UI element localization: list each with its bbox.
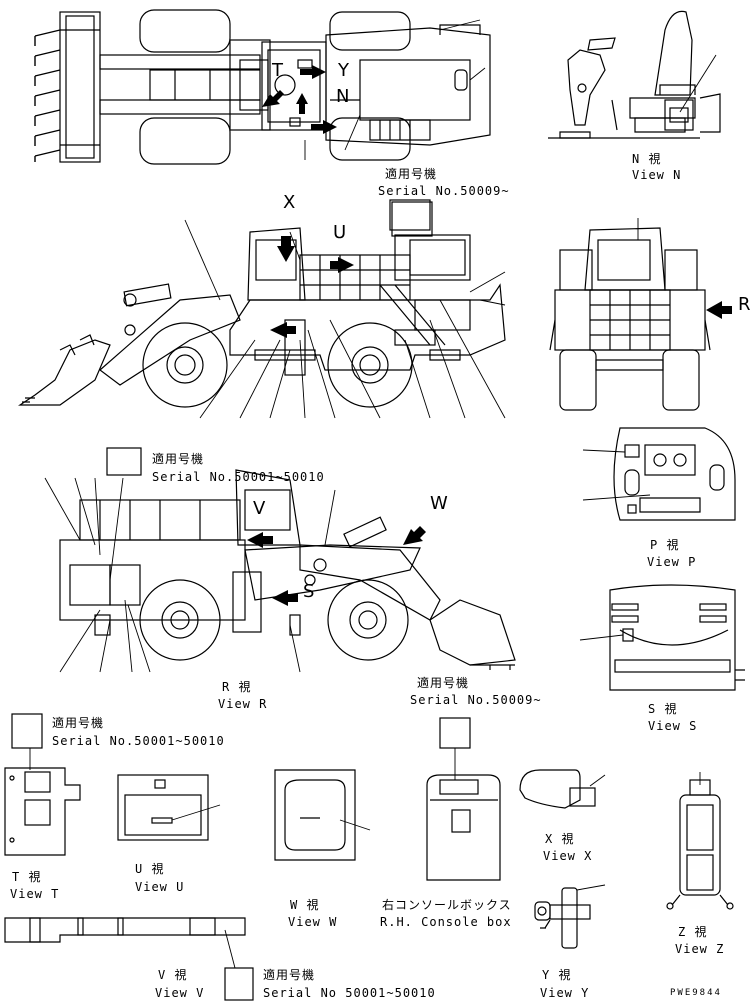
serial-right-jp: 適用号機 bbox=[417, 676, 470, 690]
leader-lines-side-left bbox=[184, 219, 506, 419]
callout-r: R bbox=[738, 294, 751, 315]
serial-bottom-en: Serial No 50001~50010 bbox=[263, 986, 436, 1000]
view-t-jp: T 視 bbox=[12, 870, 42, 884]
view-z-en: View Z bbox=[675, 942, 725, 956]
callout-u: U bbox=[333, 222, 347, 243]
view-x-drawing bbox=[519, 769, 606, 809]
view-v-jp: V 視 bbox=[158, 968, 188, 982]
serial-mid-jp: 適用号機 bbox=[152, 452, 205, 466]
console-box-jp: 右コンソールボックス bbox=[382, 898, 512, 912]
view-arrows-side-left bbox=[270, 236, 354, 338]
view-s-detail bbox=[579, 584, 745, 691]
view-p-jp: P 視 bbox=[650, 538, 680, 552]
view-y-jp: Y 視 bbox=[542, 968, 572, 982]
top-view-machine bbox=[34, 9, 491, 165]
console-box-en: R.H. Console box bbox=[380, 915, 512, 929]
serial-left-jp: 適用号機 bbox=[52, 716, 105, 730]
view-r-en: View R bbox=[218, 697, 268, 711]
callout-s: S bbox=[303, 581, 315, 602]
view-x-en: View X bbox=[543, 849, 593, 863]
callout-y: Y bbox=[338, 60, 349, 81]
view-s-jp: S 視 bbox=[648, 702, 678, 716]
view-arrows-top bbox=[262, 65, 337, 134]
view-arrows-side-right bbox=[247, 526, 426, 606]
view-t-drawing bbox=[4, 748, 81, 856]
side-view-right-machine bbox=[59, 469, 516, 670]
label-plates bbox=[11, 201, 471, 1001]
view-z-jp: Z 視 bbox=[678, 925, 708, 939]
serial-left-en: Serial No.50001~50010 bbox=[52, 734, 225, 748]
view-w-en: View W bbox=[288, 915, 338, 929]
view-x-jp: X 視 bbox=[545, 832, 575, 846]
view-u-jp: U 視 bbox=[135, 862, 165, 876]
view-v-en: View V bbox=[155, 986, 205, 1000]
view-p-detail bbox=[582, 427, 736, 521]
leader-lines-top bbox=[304, 19, 486, 160]
view-p-arrow bbox=[706, 301, 732, 319]
callout-v: V bbox=[253, 498, 266, 519]
view-n-en: View N bbox=[632, 168, 682, 182]
view-n-seat-drawing bbox=[548, 10, 721, 139]
leader-lines-side-right bbox=[44, 477, 336, 673]
view-p-front-view bbox=[549, 218, 711, 411]
view-u-en: View U bbox=[135, 880, 185, 894]
view-y-en: View Y bbox=[540, 986, 590, 1000]
view-r-jp: R 視 bbox=[222, 680, 252, 694]
callout-x: X bbox=[283, 192, 296, 213]
view-s-en: View S bbox=[648, 719, 698, 733]
view-p-en: View P bbox=[647, 555, 697, 569]
view-y-drawing bbox=[534, 884, 606, 949]
view-u-drawing bbox=[117, 774, 221, 841]
callout-t: T bbox=[272, 60, 283, 81]
serial-top-jp: 適用号機 bbox=[385, 167, 438, 181]
serial-right-en: Serial No.50009~ bbox=[410, 693, 542, 707]
view-n-jp: N 視 bbox=[632, 152, 662, 166]
view-w-drawing bbox=[274, 769, 371, 861]
console-box-drawing bbox=[426, 748, 501, 881]
view-t-en: View T bbox=[10, 887, 60, 901]
callout-w: W bbox=[430, 493, 448, 514]
serial-mid-en: Serial No.50001~50010 bbox=[152, 470, 325, 484]
serial-bottom-jp: 適用号機 bbox=[263, 968, 316, 982]
view-w-jp: W 視 bbox=[290, 898, 320, 912]
side-view-left-machine bbox=[18, 199, 506, 408]
serial-top-en: Serial No.50009~ bbox=[378, 184, 510, 198]
callout-n: N bbox=[336, 86, 350, 107]
view-v-drawing bbox=[4, 917, 246, 969]
view-z-drawing bbox=[666, 772, 734, 910]
document-code: PWE9844 bbox=[670, 988, 722, 998]
